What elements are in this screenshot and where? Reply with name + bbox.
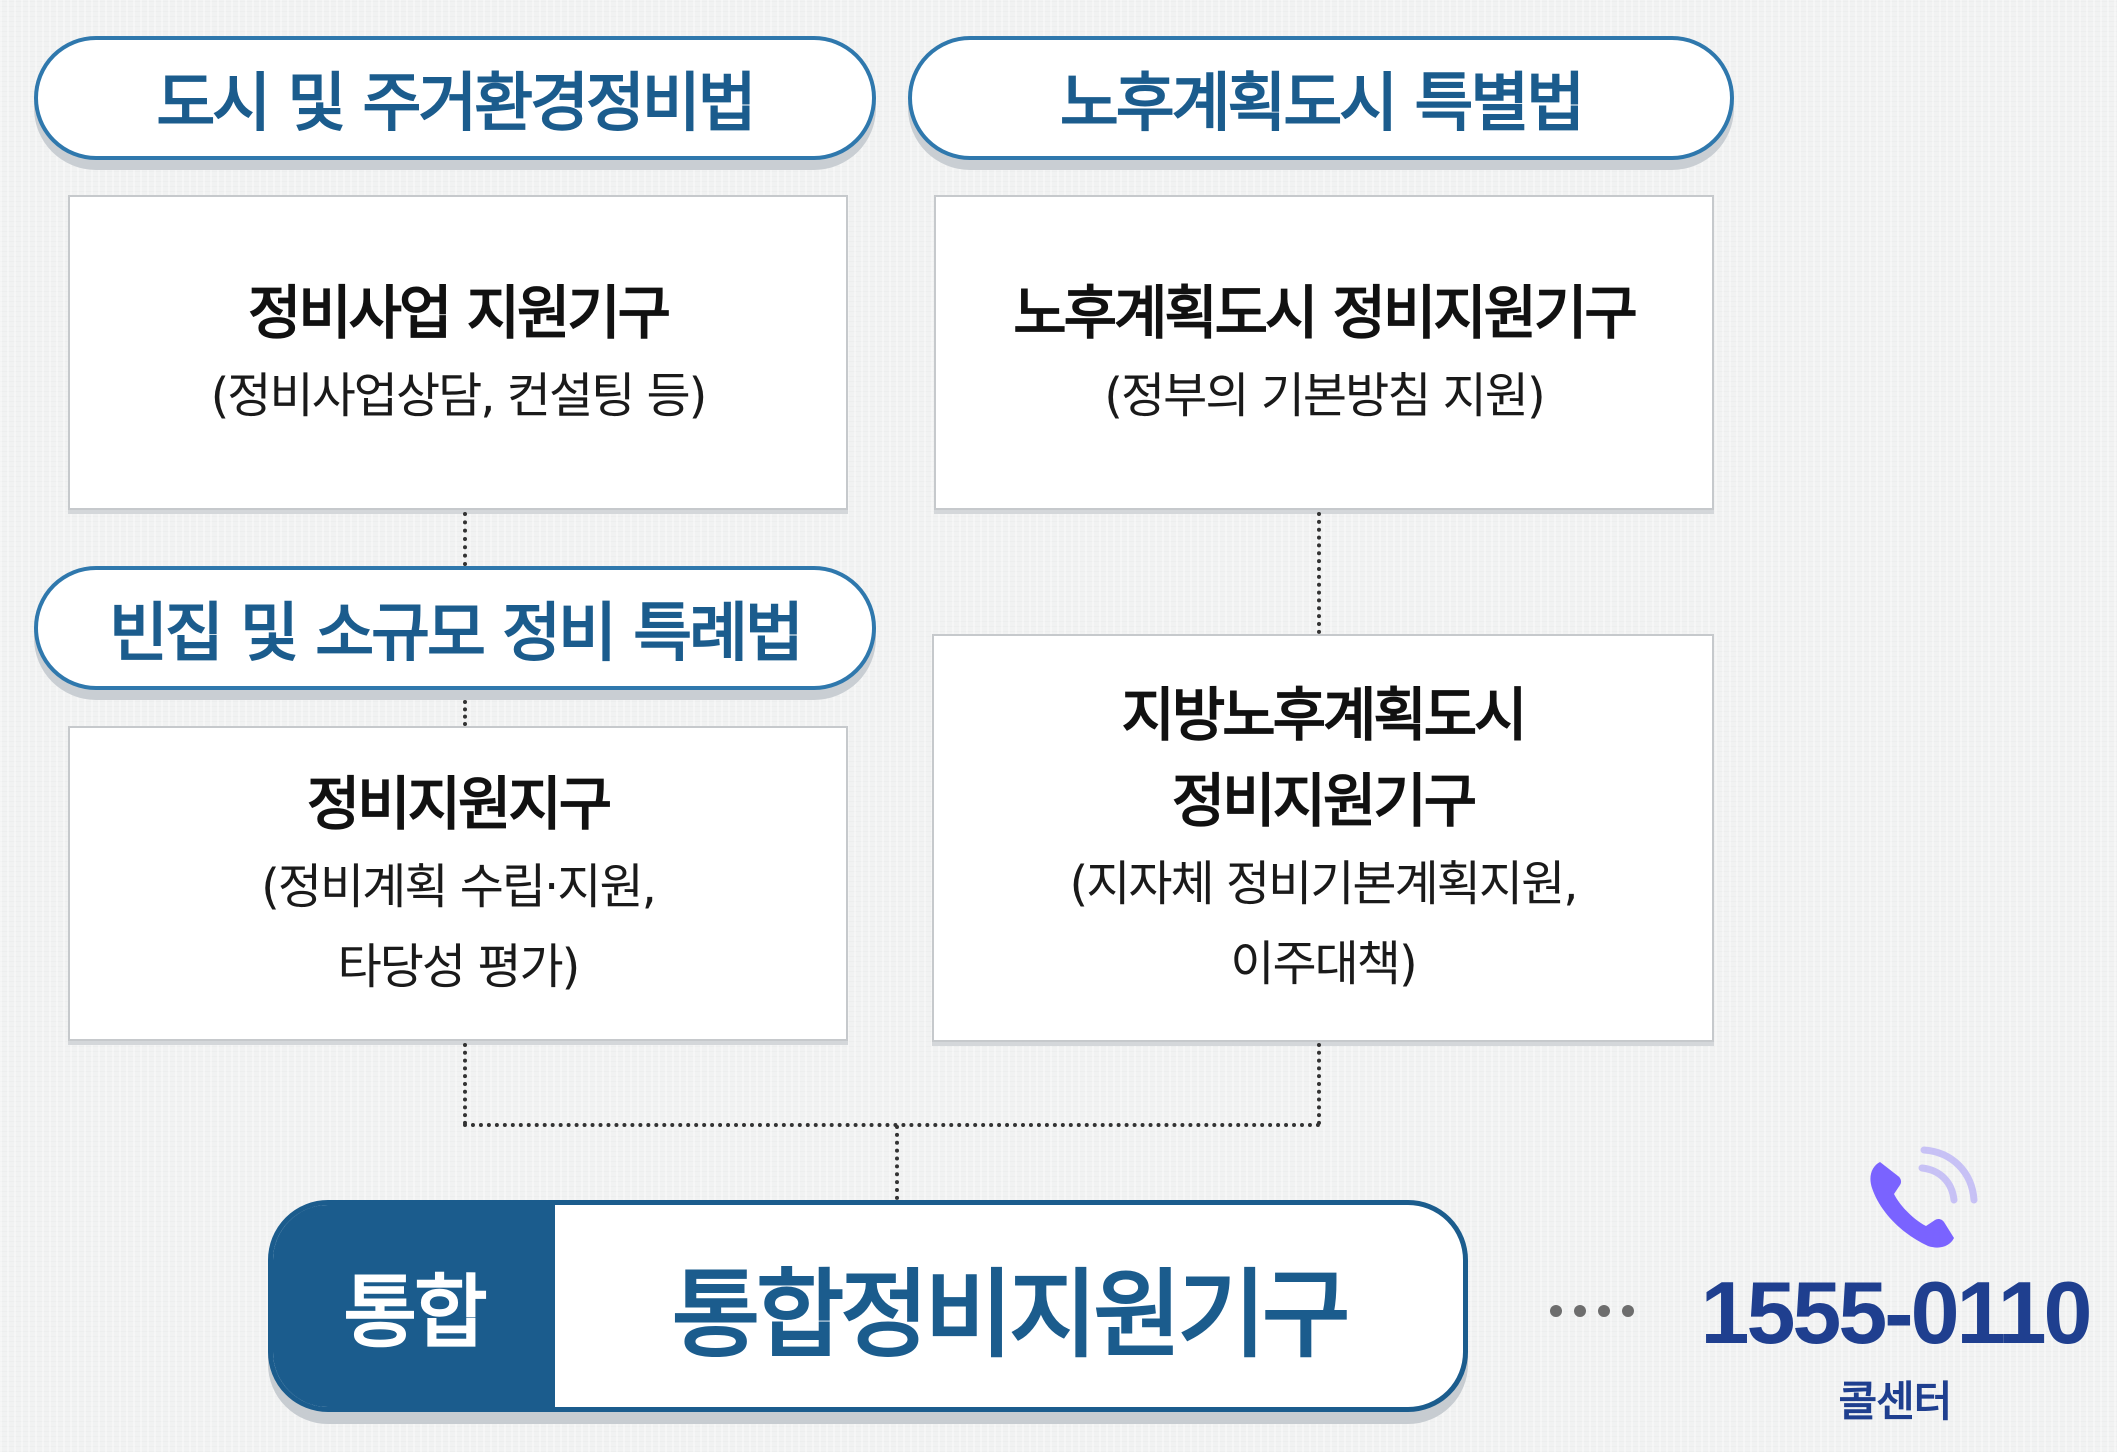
law-header-aging-city-label: 노후계획도시 특별법 [1059,67,1585,141]
box-district-support-title: 정비지원지구 [306,769,612,838]
law-header-small-scale: 빈집 및 소규모 정비 특례법 [34,566,876,690]
box-local-aging-support-title-2: 정비지원기구 [1171,767,1477,835]
connector-left-top [463,512,467,566]
box-local-aging-support-desc-1: (지자체 정비기본계획지원, [1069,856,1578,912]
box-local-aging-support-title-1: 지방노후계획도시 [1121,681,1528,749]
law-header-aging-city: 노후계획도시 특별법 [908,36,1734,160]
law-header-small-scale-label: 빈집 및 소규모 정비 특례법 [109,597,804,671]
box-aging-support: 노후계획도시 정비지원기구 (정부의 기본방침 지원) [934,195,1714,510]
connector-left-bottom [463,1043,467,1125]
dot [1598,1305,1610,1317]
integrated-tag: 통합 [273,1205,555,1407]
box-district-support-desc-1: (정비계획 수립·지원, [261,858,657,915]
box-local-aging-support-desc-2: 이주대책) [1230,936,1417,992]
integrated-title-label: 통합정비지원기구 [671,1258,1351,1371]
box-renewal-support-title: 정비사업 지원기구 [247,278,671,347]
integrated-title: 통합정비지원기구 [555,1205,1463,1407]
connector-merge-horizontal [463,1123,1321,1127]
connector-right-top [1317,512,1321,634]
box-local-aging-support: 지방노후계획도시 정비지원기구 (지자체 정비기본계획지원, 이주대책) [932,634,1714,1042]
callcenter-label: 콜센터 [1838,1377,1953,1426]
box-renewal-support-desc: (정비사업상담, 컨설팅 등) [210,367,708,424]
box-aging-support-title: 노후계획도시 정비지원기구 [1013,278,1638,347]
dotted-leader [1550,1305,1634,1317]
box-renewal-support: 정비사업 지원기구 (정비사업상담, 컨설팅 등) [68,195,848,510]
connector-merge-down [895,1125,899,1200]
phone-ringing-icon [1858,1142,1978,1262]
box-aging-support-desc: (정부의 기본방침 지원) [1104,367,1545,424]
law-header-urban-renewal-label: 도시 및 주거환경정비법 [156,67,756,141]
law-header-urban-renewal: 도시 및 주거환경정비법 [34,36,876,160]
dot [1574,1305,1586,1317]
connector-right-bottom [1317,1043,1321,1125]
callcenter-phone-number[interactable]: 1555-0110 [1700,1263,2093,1362]
box-district-support-desc-2: 타당성 평가) [337,938,581,995]
integrated-tag-label: 통합 [343,1266,487,1359]
dot [1622,1305,1634,1317]
dot [1550,1305,1562,1317]
integrated-body: 통합 통합정비지원기구 [268,1200,1468,1412]
connector-left-mid [463,700,467,726]
box-district-support: 정비지원지구 (정비계획 수립·지원, 타당성 평가) [68,726,848,1041]
